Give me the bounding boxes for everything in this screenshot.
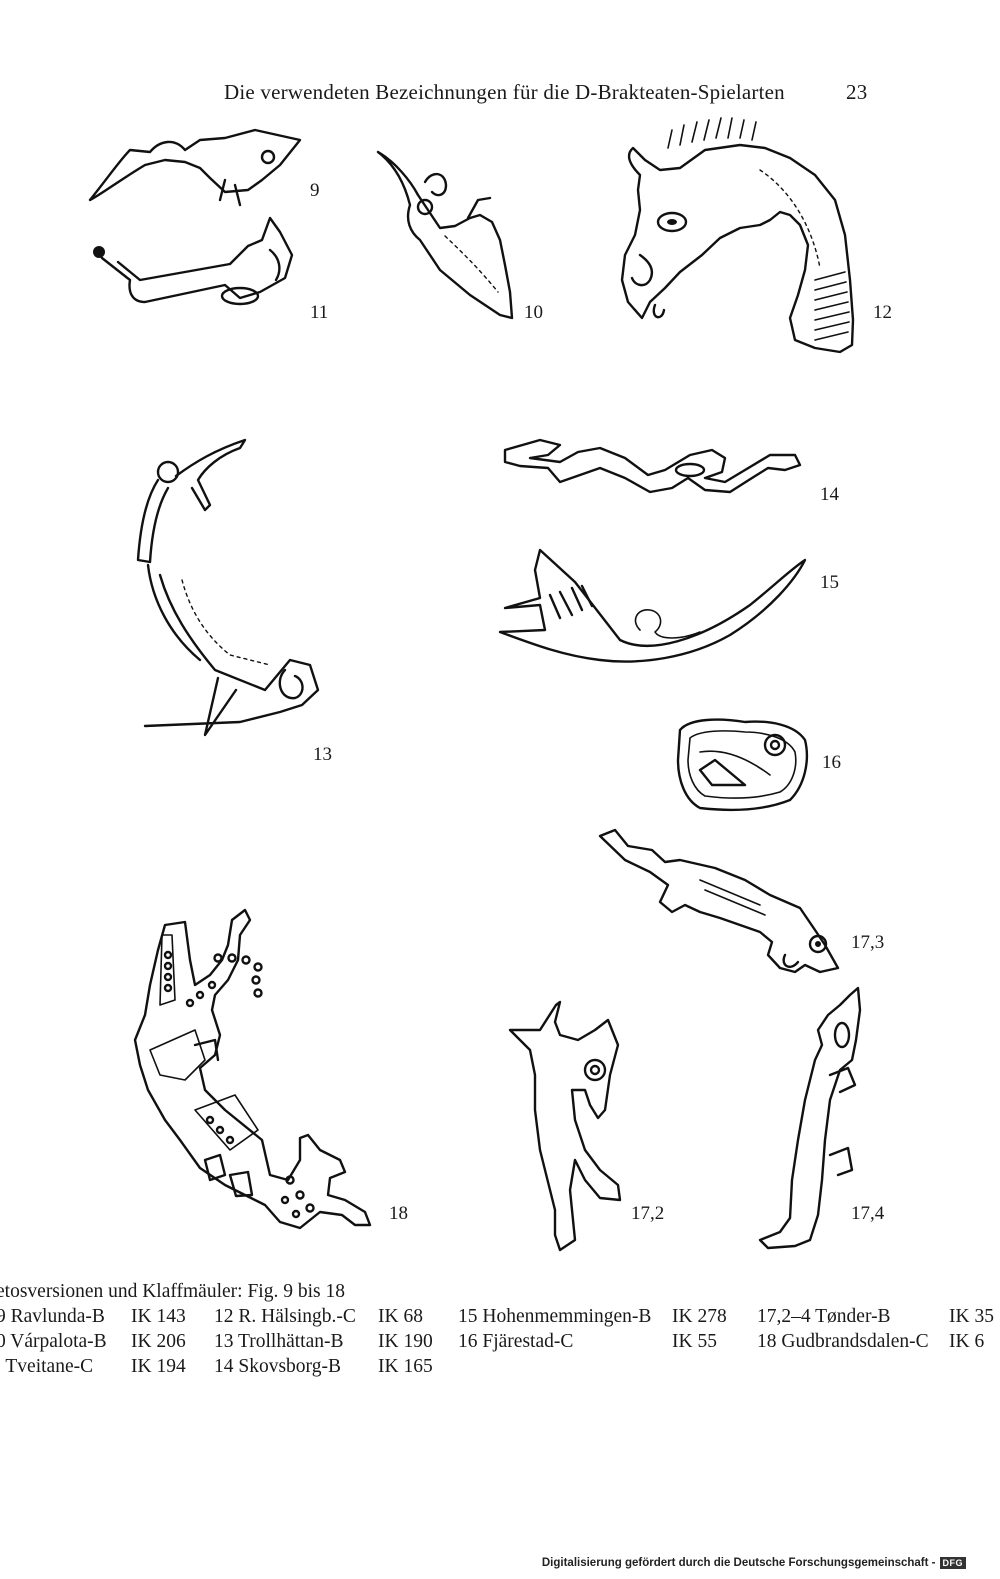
figure-15-drawing (498, 548, 807, 663)
digitization-footer: Digitalisierung gefördert durch die Deut… (542, 1557, 966, 1569)
figure-label-18: 18 (389, 1203, 408, 1224)
caption-ik: IK 194 (131, 1356, 186, 1377)
figure-10-drawing (376, 150, 514, 320)
caption-entry: 18 Gudbrandsdalen-C (757, 1331, 929, 1352)
figure-12-drawing (620, 117, 855, 354)
caption-title: etosversionen und Klaffmäuler: Fig. 9 bi… (0, 1281, 345, 1302)
caption-entry: 14 Skovsborg-B (214, 1356, 341, 1377)
caption-entry: 12 R. Hälsingb.-C (214, 1306, 356, 1327)
figure-label-14: 14 (820, 484, 839, 505)
caption-ik: IK 206 (131, 1331, 186, 1352)
caption-ik: IK 35 (949, 1306, 994, 1327)
figure-label-17-2: 17,2 (631, 1203, 665, 1224)
footer-text: Digitalisierung gefördert durch die Deut… (541, 1557, 936, 1569)
caption-entry: 15 Hohenmemmingen-B (458, 1306, 652, 1327)
caption-entry: 9 Ravlunda-B (0, 1306, 105, 1327)
figure-label-11: 11 (310, 302, 329, 323)
caption-ik: IK 68 (378, 1306, 423, 1327)
figure-17-3-drawing (598, 828, 840, 974)
caption-ik: IK 55 (672, 1331, 717, 1352)
caption-entry: . Tveitane-C (0, 1356, 94, 1377)
running-header-title: Die verwendeten Bezeichnungen für die D-… (224, 80, 785, 104)
figure-label-12: 12 (873, 302, 892, 323)
caption-ik: IK 143 (131, 1306, 186, 1327)
figure-label-15: 15 (820, 572, 839, 593)
caption-ik: IK 165 (378, 1356, 433, 1377)
figure-label-17-4: 17,4 (851, 1203, 885, 1224)
caption-ik: IK 278 (672, 1306, 727, 1327)
caption-ik: IK 6 (949, 1331, 985, 1352)
dfg-logo: DFG (939, 1557, 966, 1569)
figure-17-2-drawing (508, 1000, 622, 1252)
page-number: 23 (846, 80, 868, 104)
caption-entry: 0 Várpalota-B (0, 1331, 107, 1352)
figure-label-17-3: 17,3 (851, 932, 885, 953)
figure-label-10: 10 (524, 302, 543, 323)
figure-9-drawing (88, 128, 302, 207)
caption-entry: 17,2–4 Tønder-B (757, 1306, 891, 1327)
figure-16-drawing (676, 718, 809, 812)
figure-18-drawing (133, 908, 372, 1230)
figure-14-drawing (503, 438, 802, 494)
caption-ik: IK 190 (378, 1331, 433, 1352)
figure-13-drawing (136, 438, 320, 737)
figure-label-16: 16 (822, 752, 841, 773)
figure-11-drawing (93, 216, 294, 306)
figure-plate (88, 117, 862, 1252)
caption-entry: 13 Trollhättan-B (214, 1331, 344, 1352)
figure-17-4-drawing (758, 986, 862, 1250)
figure-label-13: 13 (313, 744, 332, 765)
caption-entry: 16 Fjärestad-C (458, 1331, 574, 1352)
figure-label-9: 9 (310, 180, 320, 201)
